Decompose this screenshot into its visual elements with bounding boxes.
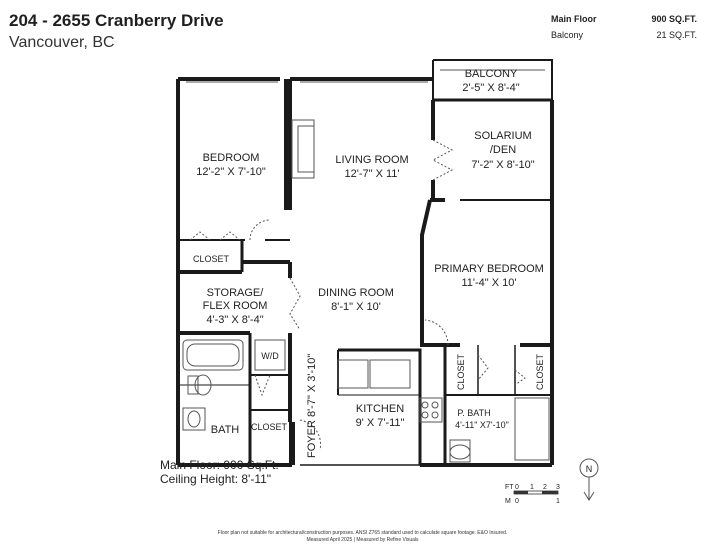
pbath-name: P. BATH bbox=[457, 408, 490, 418]
scale-ft-tick: 0 bbox=[515, 484, 519, 491]
ceiling-height-note: Ceiling Height: 8'-11" bbox=[160, 472, 272, 486]
scale-ft-tick: 3 bbox=[556, 484, 560, 491]
footer-line-2: Measured April 2025 | Measured by Refine… bbox=[306, 537, 419, 543]
scale-m-label: M bbox=[505, 498, 511, 505]
balcony-name: BALCONY bbox=[465, 68, 518, 80]
area-table: Main Floor 900 SQ.FT. Balcony 21 SQ.FT. bbox=[551, 14, 697, 46]
bedroom-name: BEDROOM bbox=[203, 152, 260, 164]
footer-line-1: Floor plan not suitable for architectura… bbox=[217, 530, 508, 536]
closet-primary-1-label: CLOSET bbox=[456, 353, 466, 390]
storage-name-2: FLEX ROOM bbox=[203, 300, 268, 312]
area-row-balcony: Balcony 21 SQ.FT. bbox=[551, 30, 697, 46]
dining-room-dim: 8'-1" X 10' bbox=[331, 301, 381, 313]
compass: N bbox=[579, 458, 599, 501]
solarium-name-2: /DEN bbox=[490, 144, 516, 156]
washer-dryer-label: W/D bbox=[261, 351, 279, 361]
primary-bedroom-dim: 11'-4" X 10' bbox=[462, 277, 517, 289]
footer-disclaimer: Floor plan not suitable for architectura… bbox=[190, 530, 535, 544]
closet-bedroom-label: CLOSET bbox=[193, 254, 230, 264]
pbath-dim: 4'-11" X7'-10" bbox=[455, 420, 509, 430]
primary-bedroom-name: PRIMARY BEDROOM bbox=[434, 263, 544, 275]
storage-name: STORAGE/ bbox=[207, 287, 265, 299]
area-row-main-floor: Main Floor 900 SQ.FT. bbox=[551, 14, 697, 30]
solarium-dim: 7'-2" X 8'-10" bbox=[471, 159, 534, 171]
fixtures bbox=[182, 69, 550, 463]
closet-primary-2-label: CLOSET bbox=[535, 353, 545, 390]
closet-entry-label: CLOSET bbox=[251, 422, 288, 432]
area-label: Main Floor bbox=[551, 14, 597, 24]
main-floor-note: Main Floor: 900 Sq.Ft. bbox=[160, 458, 279, 472]
living-room-name: LIVING ROOM bbox=[335, 154, 408, 166]
bath-name: BATH bbox=[211, 424, 240, 436]
scale-ft-tick: 1 bbox=[530, 484, 534, 491]
solarium-name: SOLARIUM bbox=[474, 130, 531, 142]
living-room-dim: 12'-7" X 11' bbox=[345, 168, 400, 180]
compass-label: N bbox=[586, 464, 593, 474]
listing-city: Vancouver, BC bbox=[9, 34, 115, 51]
area-label: Balcony bbox=[551, 30, 584, 40]
walls bbox=[176, 59, 554, 467]
kitchen-dim: 9' X 7'-11" bbox=[356, 417, 405, 429]
dining-room-name: DINING ROOM bbox=[318, 287, 394, 299]
listing-address: 204 - 2655 Cranberry Drive bbox=[9, 11, 224, 30]
area-value: 900 SQ.FT. bbox=[651, 14, 697, 24]
storage-dim: 4'-3" X 8'-4" bbox=[206, 314, 263, 326]
scale-m-tick: 1 bbox=[556, 498, 560, 505]
bedroom-dim: 12'-2" X 7'-10" bbox=[196, 166, 266, 178]
scale-ft-tick: 2 bbox=[543, 484, 547, 491]
scale-ft-label: FT bbox=[505, 484, 514, 491]
area-value: 21 SQ.FT. bbox=[656, 30, 697, 40]
kitchen-name: KITCHEN bbox=[356, 403, 404, 415]
scale-bar: FT 0 1 2 3 M 0 1 bbox=[505, 484, 560, 505]
scale-m-tick: 0 bbox=[515, 498, 519, 505]
floor-notes: Main Floor: 900 Sq.Ft. Ceiling Height: 8… bbox=[160, 458, 279, 486]
foyer-label: FOYER 8'-7" X 3'-10" bbox=[306, 354, 318, 458]
balcony-dim: 2'-5" X 8'-4" bbox=[462, 82, 519, 94]
